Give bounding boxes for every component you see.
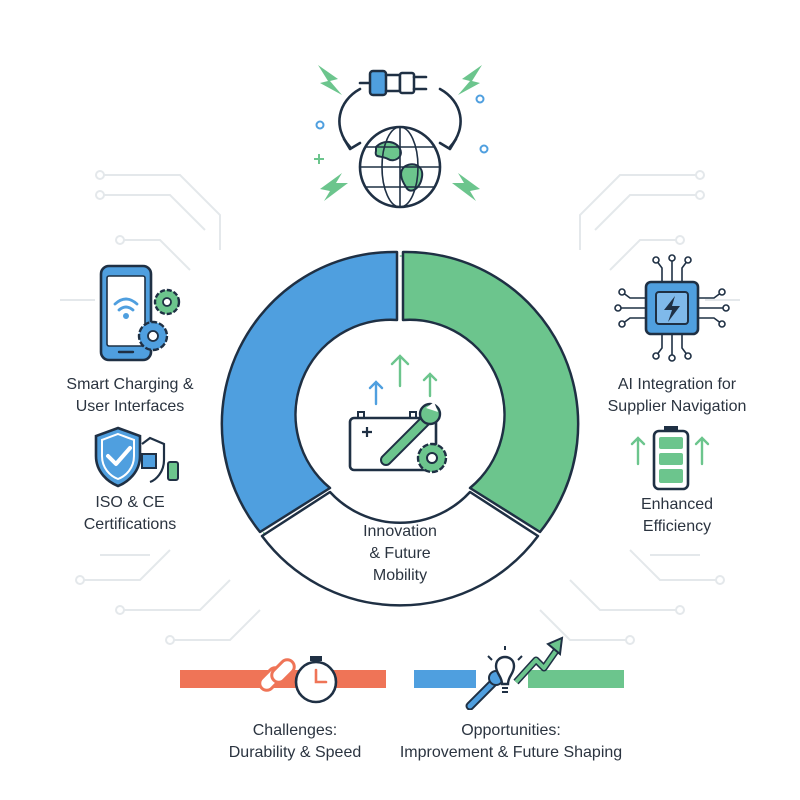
globe-icon: [358, 125, 442, 209]
lightbulb-icon: [487, 646, 523, 693]
certifications-line2: Certifications: [83, 516, 177, 533]
challenges-line2: Durability & Speed: [228, 744, 362, 761]
gear-icon: [416, 442, 448, 474]
opportunities-line2: Improvement & Future Shaping: [399, 744, 623, 761]
center-label-line3: Mobility: [372, 567, 428, 584]
cycle-arrow-right: [438, 87, 462, 149]
ai-integration-line1: AI Integration for: [617, 376, 737, 393]
opportunities-bar-blue: [414, 670, 476, 688]
certification-icon-group: [94, 426, 179, 488]
smart-charging-label: Smart Charging & User Interfaces: [40, 374, 220, 418]
plug-icon: [358, 69, 428, 97]
ai-integration-icon-group: [614, 254, 730, 362]
efficiency-line1: Enhanced: [640, 496, 714, 513]
efficiency-line2: Efficiency: [642, 518, 712, 535]
globe-plug-group: [314, 65, 489, 209]
challenges-label: Challenges: Durability & Speed: [210, 720, 380, 764]
green-ring-segment: [401, 250, 580, 534]
chain-link-icon: [258, 658, 296, 692]
smart-charging-line1: Smart Charging &: [66, 376, 194, 393]
lightning-icon: [318, 65, 482, 201]
ai-integration-line2: Supplier Navigation: [607, 398, 747, 415]
opportunities-bar: [414, 636, 624, 710]
challenges-line1: Challenges:: [252, 722, 338, 739]
stopwatch-icon: [294, 656, 338, 704]
arrow-up-icon: [390, 354, 410, 388]
center-label-line1: Innovation: [363, 523, 437, 540]
efficiency-label: Enhanced Efficiency: [592, 494, 762, 538]
certifications-label: ISO & CE Certifications: [40, 492, 220, 536]
shield-check-icon: [94, 426, 142, 488]
opportunities-label: Opportunities: Improvement & Future Shap…: [382, 720, 640, 764]
battery-wrench-group: [348, 354, 448, 474]
smart-charging-line2: User Interfaces: [75, 398, 185, 415]
center-label-line2: & Future: [369, 545, 431, 562]
smart-charging-icon-group: [99, 264, 181, 362]
center-label: Innovation & Future Mobility: [330, 521, 470, 587]
white-ring-segment: [260, 490, 540, 607]
gear-icon: [137, 288, 181, 352]
opportunities-bar-green: [528, 670, 624, 688]
wrench-icon: [380, 402, 442, 466]
opportunities-line1: Opportunities:: [461, 722, 561, 739]
challenges-bar: [180, 656, 386, 704]
cycle-arrow-left: [338, 87, 362, 149]
blue-ring-segment: [220, 250, 399, 534]
arrow-up-icon: [513, 636, 564, 685]
ai-integration-label: AI Integration for Supplier Navigation: [592, 374, 762, 418]
microchip-icon: [644, 280, 700, 336]
certifications-line1: ISO & CE: [95, 494, 165, 511]
battery-icon: [652, 426, 690, 491]
efficiency-icon-group: [630, 426, 710, 491]
